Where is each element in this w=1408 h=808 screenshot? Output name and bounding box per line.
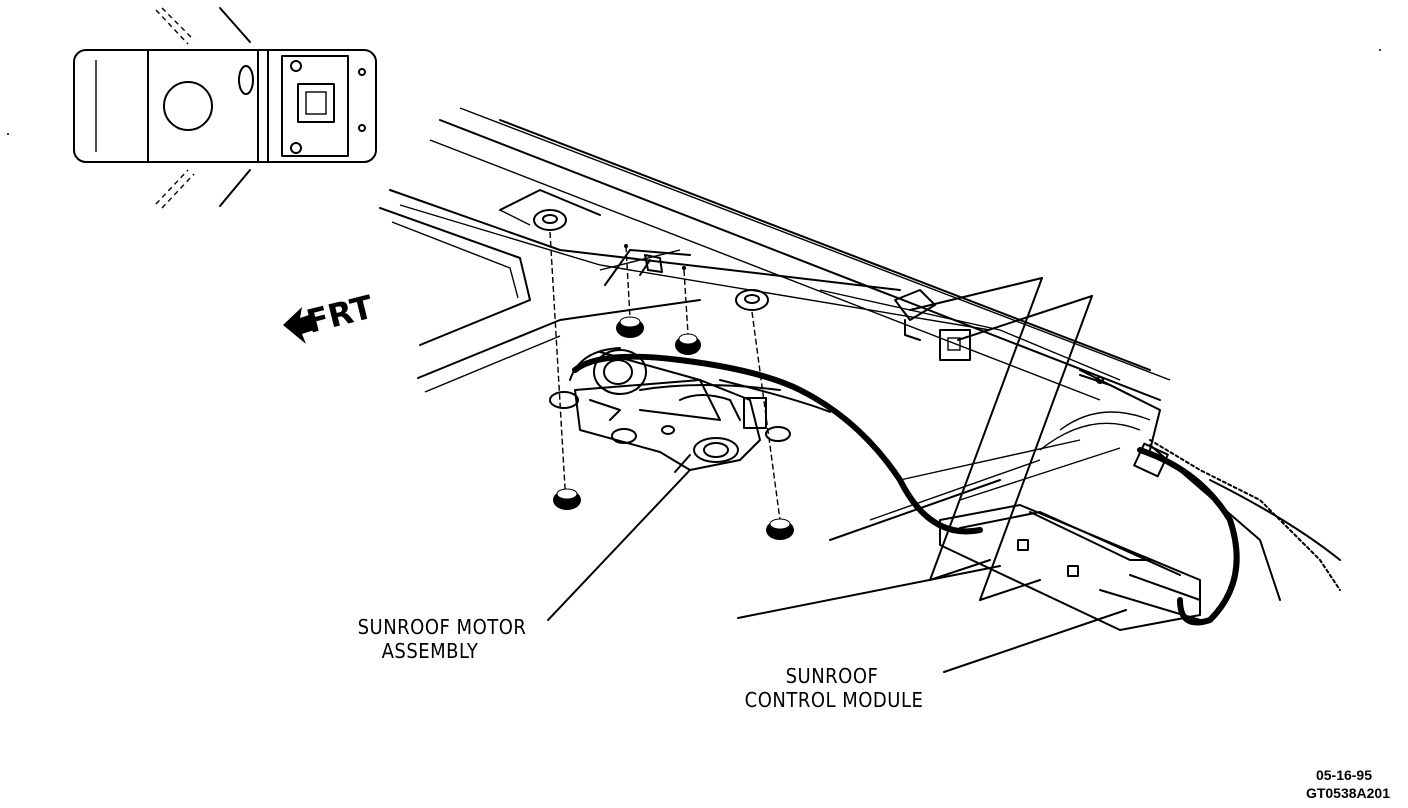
front-arrow-icon [283, 307, 314, 344]
figure-date: 05-16-95 [1316, 767, 1372, 783]
sunroof-control-module [939, 504, 1201, 631]
module-label-line1: SUNROOF [786, 664, 879, 688]
nut-icon [553, 488, 581, 510]
fasteners [533, 209, 794, 540]
direction-label: FRT [303, 288, 377, 341]
module-label-line2: CONTROL MODULE [745, 688, 924, 712]
leader-lines [547, 277, 1127, 673]
wiring-harness [572, 353, 1341, 626]
nut-icon [766, 518, 794, 540]
roof-panel-outline [379, 107, 1171, 541]
nut-icon [675, 333, 701, 355]
figure-code: GT0538A201 [1306, 785, 1390, 801]
nut-icon [616, 316, 644, 338]
sunroof-motor-assembly [569, 347, 767, 473]
motor-label-line1: SUNROOF MOTOR [358, 615, 527, 639]
motor-label-line2: ASSEMBLY [382, 639, 479, 663]
vehicle-locator-icon [73, 7, 377, 209]
